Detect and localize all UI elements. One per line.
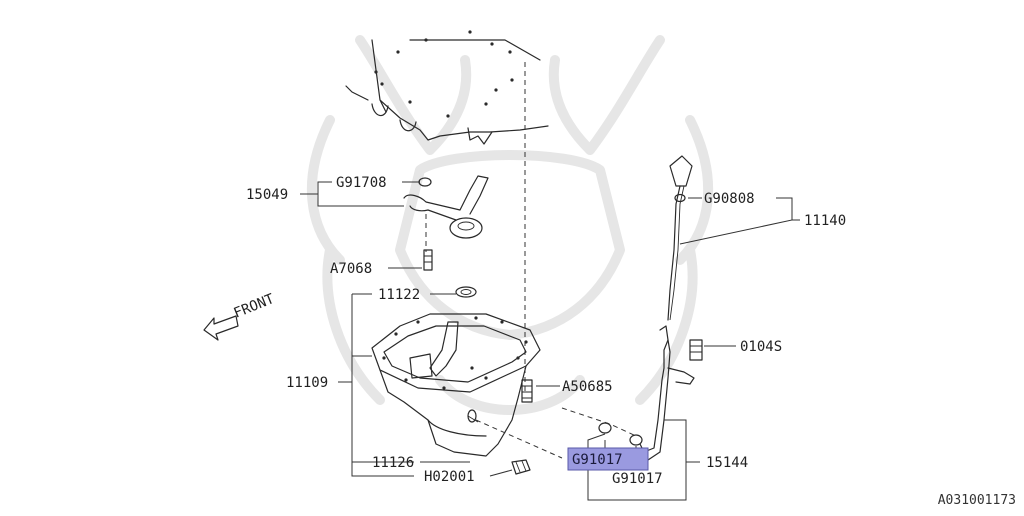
label-g91017-highlighted[interactable]: G91017 (572, 452, 623, 468)
o-ring-g90808[interactable] (674, 193, 686, 203)
oil-pan-11109[interactable] (371, 313, 541, 457)
diagram-reference-id: A031001173 (937, 493, 1016, 508)
label-11109[interactable]: 11109 (286, 375, 328, 391)
front-label: FRONT (232, 291, 278, 322)
label-g91708[interactable]: G91708 (336, 175, 387, 191)
label-11140[interactable]: 11140 (804, 213, 846, 229)
drain-plug-h02001[interactable] (511, 459, 531, 475)
label-h02001[interactable]: H02001 (424, 469, 475, 485)
bolt-a7068[interactable] (423, 249, 433, 271)
engine-block (345, 30, 549, 145)
watermark-logo (306, 35, 714, 415)
front-arrow-icon (203, 315, 239, 341)
oil-level-gauge-11140[interactable] (667, 155, 693, 321)
label-11122[interactable]: 11122 (378, 287, 420, 303)
highlight-box-g91017 (567, 447, 649, 471)
bolt-0104s[interactable] (689, 339, 703, 361)
label-g91017[interactable]: G91017 (612, 471, 663, 487)
label-a50685[interactable]: A50685 (562, 379, 613, 395)
pipe-axis-dashed (561, 407, 637, 437)
label-11126[interactable]: 11126 (372, 455, 414, 471)
label-0104s[interactable]: 0104S (740, 339, 782, 355)
label-g90808[interactable]: G90808 (704, 191, 755, 207)
drain-gasket-11126[interactable] (467, 409, 479, 423)
label-15049[interactable]: 15049 (246, 187, 288, 203)
oil-strainer-15049[interactable] (403, 175, 489, 252)
label-a7068[interactable]: A7068 (330, 261, 372, 277)
seal-11122[interactable] (455, 286, 477, 298)
drain-axis-dashed (475, 419, 563, 459)
gauge-guide-15144[interactable] (639, 325, 695, 461)
o-rings-g91017[interactable] (598, 422, 643, 446)
bolt-a50685[interactable] (521, 379, 533, 403)
leader-lines (300, 181, 800, 501)
label-15144[interactable]: 15144 (706, 455, 748, 471)
